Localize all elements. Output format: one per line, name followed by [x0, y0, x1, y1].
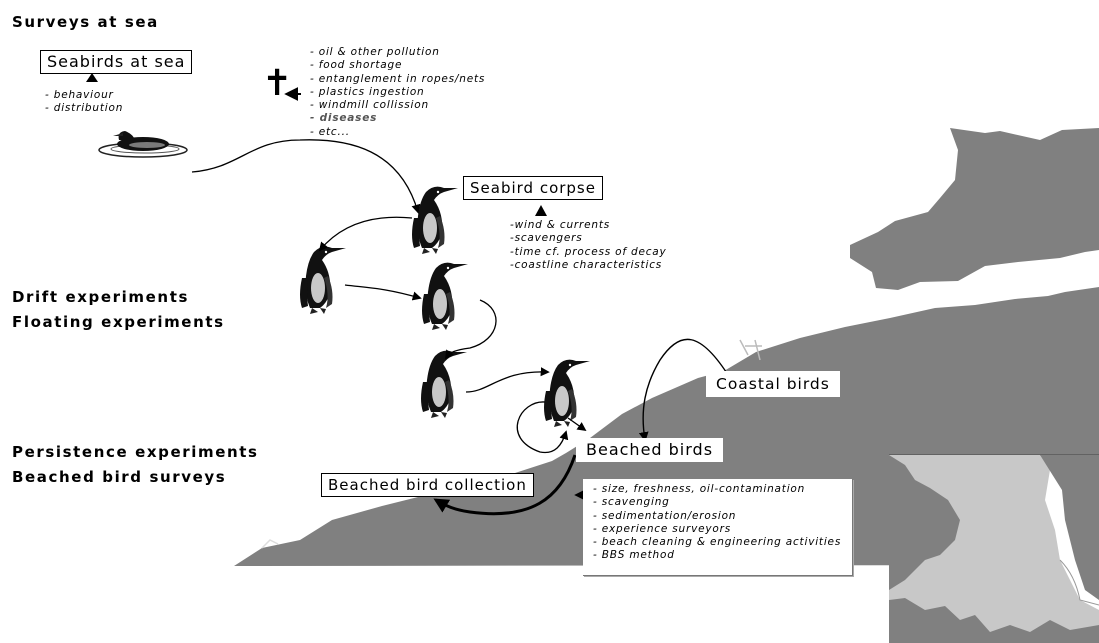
coastline-land [234, 128, 1099, 566]
list-item: -coastline characteristics [510, 258, 663, 271]
list-item: - beach cleaning & engineering activitie… [593, 536, 842, 549]
arrow-drift-1 [344, 284, 422, 301]
standing-seabird-icon [421, 350, 467, 418]
swimming-seabird-icon [98, 131, 188, 158]
list-item: - plastics ingestion [310, 85, 425, 98]
arrow-persistence-loop [516, 401, 569, 454]
list-item: - scavenging [593, 496, 670, 509]
box-beached-bird-collection: Beached bird collection [321, 473, 534, 497]
list-item: - distribution [45, 102, 124, 115]
box-seabird-corpse: Seabird corpse [463, 176, 603, 200]
list-item: -time cf. process of decay [510, 245, 667, 258]
arrow-drift-3 [465, 367, 550, 393]
heading-drift-experiments: Drift experiments [12, 288, 189, 306]
arrow-beached-to-collection [433, 454, 577, 516]
arrow-sea-to-corpse [191, 139, 421, 214]
standing-seabird-icon [422, 262, 468, 330]
list-item: - oil & other pollution [310, 46, 440, 58]
list-beached-factors: - size, freshness, oil-contamination - s… [583, 479, 853, 576]
list-item: - sedimentation/erosion [593, 509, 737, 522]
list-item: - food shortage [310, 59, 403, 72]
triangle-pointer-icon [535, 205, 547, 216]
triangle-pointer-icon [86, 73, 98, 82]
box-coastal-birds: Coastal birds [706, 371, 840, 397]
list-item: -scavengers [510, 232, 583, 245]
standing-seabird-icon [300, 246, 346, 314]
death-cross-icon: ✝ [262, 63, 293, 104]
heading-floating-experiments: Floating experiments [12, 313, 225, 331]
arrow-corpse-to-drift [318, 216, 413, 252]
list-item: - BBS method [593, 549, 675, 562]
list-mortality-causes: - oil & other pollution - food shortage … [310, 46, 485, 139]
heading-persistence-experiments: Persistence experiments [12, 443, 259, 461]
list-item: - size, freshness, oil-contamination [593, 483, 806, 495]
list-item: - behaviour [45, 89, 114, 101]
standing-seabird-icon [412, 186, 458, 254]
list-item: - windmill collission [310, 99, 429, 112]
inset-map [889, 440, 1099, 643]
heading-beached-bird-surveys: Beached bird surveys [12, 468, 227, 486]
list-item: -wind & currents [510, 219, 611, 231]
list-item: - etc... [310, 125, 350, 138]
list-seabirds-at-sea: - behaviour - distribution [45, 89, 123, 116]
list-item: - diseases [310, 112, 378, 125]
list-item: - entanglement in ropes/nets [310, 72, 486, 85]
heading-surveys-at-sea: Surveys at sea [12, 13, 159, 31]
standing-seabird-icon [544, 359, 590, 427]
arrow-to-beached [567, 417, 587, 432]
box-seabirds-at-sea: Seabirds at sea [40, 50, 193, 74]
box-beached-birds: Beached birds [576, 438, 724, 462]
list-corpse-factors: -wind & currents -scavengers -time cf. p… [510, 219, 667, 272]
list-item: - experience surveyors [593, 522, 731, 535]
arrow-coastal-to-beached [638, 338, 731, 442]
arrow-drift-2 [444, 299, 497, 360]
